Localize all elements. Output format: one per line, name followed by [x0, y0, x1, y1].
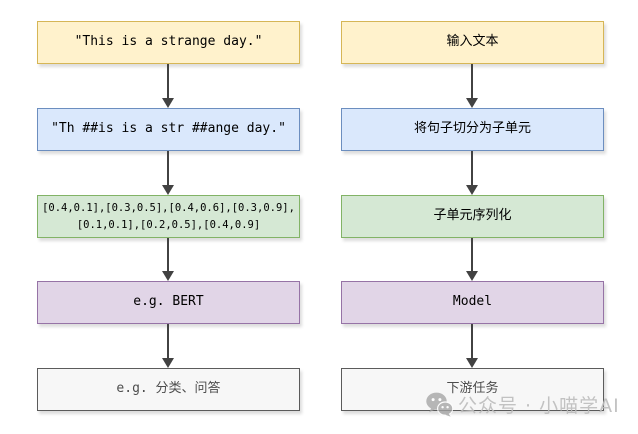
- watermark-text: 公众号 · 小喵学AI: [458, 395, 620, 417]
- wechat-icon: [426, 392, 453, 417]
- arrow-stem: [471, 238, 473, 273]
- arrow-head-icon: [466, 185, 478, 195]
- node-example-sentence: "This is a strange day.": [37, 21, 300, 64]
- node-downstream-tasks: 下游任务: [341, 368, 604, 411]
- node-example-tokenized: "Th ##is is a str ##ange day.": [37, 108, 300, 151]
- node-example-model-bert-label: e.g. BERT: [133, 294, 204, 310]
- node-model: Model: [341, 281, 604, 324]
- arrow-stem: [167, 151, 169, 187]
- arrow-stem: [167, 238, 169, 273]
- arrow-stem: [167, 64, 169, 100]
- node-split-subunits: 将句子切分为子单元: [341, 108, 604, 151]
- node-downstream-tasks-label: 下游任务: [446, 381, 499, 397]
- arrow-head-icon: [162, 98, 174, 108]
- node-subunit-serialization: 子单元序列化: [341, 195, 604, 238]
- arrow-head-icon: [162, 271, 174, 281]
- node-input-text-label: 输入文本: [446, 34, 499, 50]
- node-input-text: 输入文本: [341, 21, 604, 64]
- node-example-vectors: [0.4,0.1],[0.3,0.5],[0.4,0.6],[0.3,0.9],…: [37, 195, 300, 238]
- node-example-downstream-label: e.g. 分类、问答: [116, 381, 221, 397]
- arrow-stem: [167, 324, 169, 360]
- arrow-head-icon: [162, 358, 174, 368]
- arrow-head-icon: [466, 271, 478, 281]
- node-example-vectors-label: [0.4,0.1],[0.3,0.5],[0.4,0.6],[0.3,0.9],…: [42, 202, 295, 231]
- node-example-sentence-label: "This is a strange day.": [74, 34, 263, 50]
- node-example-tokenized-label: "Th ##is is a str ##ange day.": [51, 121, 286, 137]
- node-example-downstream: e.g. 分类、问答: [37, 368, 300, 411]
- arrow-head-icon: [466, 98, 478, 108]
- node-example-model-bert: e.g. BERT: [37, 281, 300, 324]
- arrow-stem: [471, 151, 473, 187]
- node-model-label: Model: [452, 294, 493, 310]
- arrow-head-icon: [466, 358, 478, 368]
- node-split-subunits-label: 将句子切分为子单元: [413, 121, 531, 137]
- node-subunit-serialization-label: 子单元序列化: [433, 208, 512, 224]
- watermark: 公众号 · 小喵学AI: [426, 391, 620, 418]
- arrow-stem: [471, 64, 473, 100]
- arrow-head-icon: [162, 185, 174, 195]
- arrow-stem: [471, 324, 473, 360]
